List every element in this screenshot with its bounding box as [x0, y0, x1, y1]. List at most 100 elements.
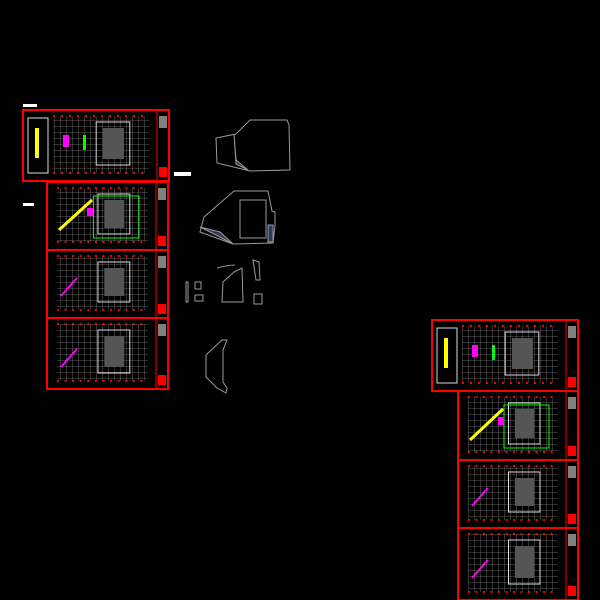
- drawing-sheet-1[interactable]: [22, 109, 170, 182]
- column-mark: [534, 325, 536, 327]
- drawing-sheet-4[interactable]: [46, 317, 169, 390]
- column-mark: [483, 533, 485, 535]
- column-mark: [140, 309, 143, 311]
- column-mark: [125, 172, 127, 174]
- title-block: [159, 167, 167, 177]
- drawing-sheet-7[interactable]: [457, 459, 579, 529]
- column-mark: [535, 451, 538, 453]
- drawing-sheet-5[interactable]: [431, 319, 579, 392]
- drawing-sheet-6[interactable]: [457, 390, 579, 461]
- highlight-zone: [503, 404, 550, 449]
- title-block: [158, 236, 166, 246]
- column-mark: [468, 519, 470, 521]
- highlight-zone: [468, 407, 505, 442]
- floor-plan-grid: [57, 324, 148, 381]
- stadium-bowl: [504, 331, 540, 376]
- column-mark: [117, 115, 119, 117]
- column-mark: [87, 323, 90, 325]
- drawing-sheet-8[interactable]: [457, 527, 579, 600]
- column-mark: [505, 533, 508, 535]
- sheet-label-block: [174, 172, 191, 176]
- column-mark: [475, 451, 478, 453]
- column-mark: [69, 115, 71, 117]
- column-mark: [520, 533, 523, 535]
- outline-shape-4[interactable]: [205, 339, 228, 394]
- stadium-bowl: [97, 261, 131, 303]
- column-mark: [543, 396, 545, 398]
- column-mark: [542, 325, 544, 327]
- column-mark: [117, 309, 120, 311]
- drawing-sheet-2[interactable]: [46, 181, 169, 251]
- column-mark: [468, 591, 470, 593]
- column-mark: [72, 187, 75, 189]
- drawing-sheet-3[interactable]: [46, 249, 169, 319]
- column-mark: [475, 533, 478, 535]
- column-mark: [141, 172, 143, 174]
- column-mark: [550, 519, 553, 521]
- column-mark: [117, 241, 120, 243]
- column-mark: [87, 187, 90, 189]
- column-mark: [513, 533, 515, 535]
- column-mark: [518, 382, 520, 384]
- outline-shape-1[interactable]: [215, 119, 291, 172]
- column-mark: [550, 382, 552, 384]
- column-mark: [528, 519, 530, 521]
- stadium-bowl: [97, 329, 131, 374]
- outline-shape-3[interactable]: [185, 259, 263, 305]
- column-mark: [550, 465, 553, 467]
- sheet-group: [22, 109, 579, 600]
- title-block: [568, 586, 576, 596]
- column-mark: [550, 533, 553, 535]
- column-mark: [475, 396, 478, 398]
- highlight-zone: [60, 277, 78, 297]
- column-mark: [140, 323, 143, 325]
- column-mark: [498, 591, 500, 593]
- column-mark: [64, 309, 67, 311]
- floor-plan-grid: [468, 397, 558, 452]
- column-mark: [486, 382, 488, 384]
- column-mark: [125, 241, 128, 243]
- column-mark: [132, 309, 135, 311]
- highlight-zone: [498, 417, 504, 425]
- column-mark: [140, 187, 143, 189]
- column-mark: [505, 396, 508, 398]
- column-mark: [550, 325, 552, 327]
- column-mark: [79, 323, 82, 325]
- column-mark: [117, 187, 120, 189]
- column-mark: [468, 533, 470, 535]
- column-mark: [528, 465, 530, 467]
- outline-shape-2[interactable]: [199, 190, 276, 245]
- column-mark: [57, 255, 59, 257]
- column-mark: [526, 382, 528, 384]
- column-mark: [510, 382, 512, 384]
- column-mark: [490, 396, 493, 398]
- column-mark: [87, 380, 90, 382]
- column-mark: [132, 241, 135, 243]
- highlight-zone: [87, 208, 93, 216]
- column-mark: [117, 255, 120, 257]
- column-mark: [470, 382, 472, 384]
- title-block: [568, 446, 576, 456]
- column-mark: [483, 465, 485, 467]
- pitch: [514, 546, 535, 578]
- column-mark: [475, 591, 478, 593]
- column-mark: [110, 255, 113, 257]
- column-mark: [125, 323, 128, 325]
- column-mark: [79, 187, 82, 189]
- column-mark: [77, 172, 79, 174]
- highlight-zone: [35, 128, 39, 158]
- column-mark: [79, 380, 82, 382]
- highlight-zone: [471, 559, 489, 579]
- pitch: [104, 200, 125, 228]
- column-mark: [478, 325, 480, 327]
- column-mark: [132, 187, 135, 189]
- column-mark: [494, 382, 496, 384]
- column-mark: [498, 396, 500, 398]
- column-mark: [132, 380, 135, 382]
- sheet-label-block: [23, 104, 37, 107]
- column-mark: [64, 187, 67, 189]
- legend-block: [568, 534, 576, 546]
- title-block: [568, 377, 576, 387]
- column-mark: [140, 241, 143, 243]
